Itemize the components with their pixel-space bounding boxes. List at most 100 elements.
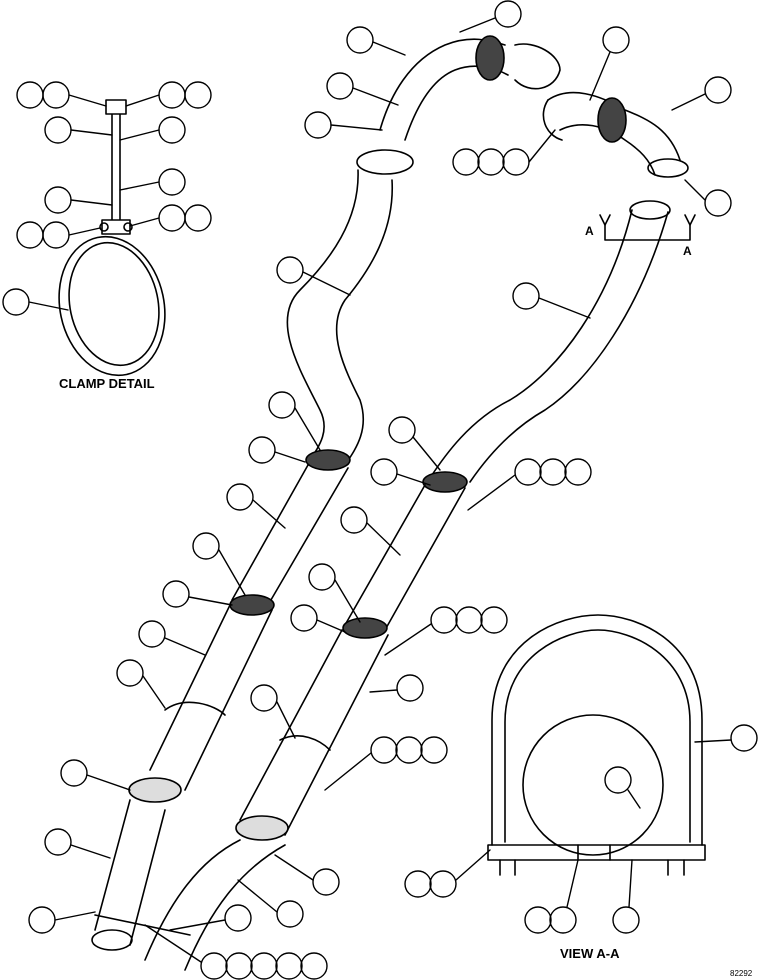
callout-balloon <box>312 868 340 896</box>
callout-balloon <box>250 952 278 980</box>
view-aa-base-plate <box>487 844 706 861</box>
right-elbow-pipe-inner <box>559 124 656 176</box>
clamp-bolt-2 <box>123 222 133 232</box>
section-mark-left: A <box>585 224 594 238</box>
callout-balloon <box>200 952 228 980</box>
left-muffler-band <box>164 701 226 716</box>
callout-balloon <box>192 532 220 560</box>
right-muffler <box>239 629 389 836</box>
callout-balloon <box>158 204 186 232</box>
right-long-pipe-inner <box>469 211 669 483</box>
callout-balloon <box>28 906 56 934</box>
callout-balloon <box>340 506 368 534</box>
clamp-detail-label: CLAMP DETAIL <box>59 376 155 391</box>
callout-balloon <box>276 256 304 284</box>
callout-balloon <box>370 458 398 486</box>
callout-balloon <box>276 900 304 928</box>
callout-balloon <box>346 26 374 54</box>
view-aa-bolts <box>499 844 685 876</box>
callout-balloon <box>477 148 505 176</box>
callout-balloon <box>604 766 632 794</box>
callout-balloon <box>455 606 483 634</box>
callout-balloon <box>60 759 88 787</box>
right-turbo-flange <box>542 99 563 141</box>
clamp-detail-drawing <box>58 99 166 377</box>
clamp-bolt <box>99 222 109 232</box>
callout-balloon <box>275 952 303 980</box>
callout-balloon <box>612 906 640 934</box>
callout-balloon <box>549 906 577 934</box>
callout-balloon <box>225 952 253 980</box>
callout-balloon <box>480 606 508 634</box>
callout-balloon <box>116 659 144 687</box>
section-mark-right: A <box>683 244 692 258</box>
right-mid-clamp <box>422 471 468 493</box>
callout-balloon <box>158 116 186 144</box>
callout-balloon <box>184 81 212 109</box>
right-upper-clamp <box>647 158 689 178</box>
callout-leaders <box>54 549 432 963</box>
callout-balloon <box>730 724 758 752</box>
section-arrow-left <box>599 214 611 226</box>
left-lower-clamp <box>229 594 275 616</box>
tail-tie-strap <box>94 914 191 936</box>
callout-balloon <box>44 186 72 214</box>
callout-balloon <box>452 148 480 176</box>
callout-balloon <box>514 458 542 486</box>
view-aa-bracket-inner <box>504 629 691 843</box>
callout-balloon <box>226 483 254 511</box>
view-aa-label: VIEW A-A <box>560 946 620 961</box>
callout-balloon <box>370 736 398 764</box>
callout-balloon <box>224 904 252 932</box>
callout-balloon <box>138 620 166 648</box>
right-muffler-band <box>279 735 331 751</box>
callout-balloon <box>162 580 190 608</box>
right-outlet-clamp <box>235 815 289 841</box>
callout-balloon <box>388 416 416 444</box>
view-aa-bracket-outer <box>491 614 703 846</box>
callout-balloon <box>396 674 424 702</box>
right-straight-pipe <box>344 484 466 631</box>
callout-balloon <box>16 221 44 249</box>
callout-balloon <box>494 0 522 28</box>
right-flex-joint <box>597 97 627 143</box>
left-outlet-clamp <box>128 777 182 803</box>
clamp-lower-bracket <box>101 219 131 235</box>
callout-balloon <box>420 736 448 764</box>
callout-balloon <box>308 563 336 591</box>
right-long-pipe-outer <box>429 209 633 479</box>
callout-balloon <box>300 952 328 980</box>
callout-balloon <box>2 288 30 316</box>
left-tail-pipe <box>94 799 166 946</box>
clamp-hanger-rod <box>111 109 121 226</box>
left-tail-end <box>91 929 133 951</box>
callout-leaders <box>252 271 591 556</box>
left-flex-joint <box>475 35 505 81</box>
drawing-code: 82292 <box>730 969 753 978</box>
clamp-band-outer <box>58 235 166 377</box>
view-aa-drawing <box>487 614 706 876</box>
callout-balloon <box>602 26 630 54</box>
right-exhaust-line <box>144 91 689 971</box>
callout-balloon <box>42 221 70 249</box>
callout-balloon <box>704 189 732 217</box>
callout-balloon <box>539 458 567 486</box>
callout-leaders <box>455 739 732 908</box>
callout-balloon <box>42 81 70 109</box>
callout-balloon <box>564 458 592 486</box>
callout-balloon <box>158 81 186 109</box>
callout-balloon <box>248 436 276 464</box>
callout-balloon <box>429 870 457 898</box>
callout-balloon <box>184 204 212 232</box>
callout-balloon <box>395 736 423 764</box>
callout-leaders <box>330 17 706 201</box>
callout-balloon <box>44 116 72 144</box>
callout-balloon <box>404 870 432 898</box>
callout-balloon <box>704 76 732 104</box>
left-turbo-flange <box>514 43 561 90</box>
callout-balloon <box>502 148 530 176</box>
callout-balloon <box>304 111 332 139</box>
left-mid-clamp <box>305 449 351 471</box>
callout-balloon <box>250 684 278 712</box>
